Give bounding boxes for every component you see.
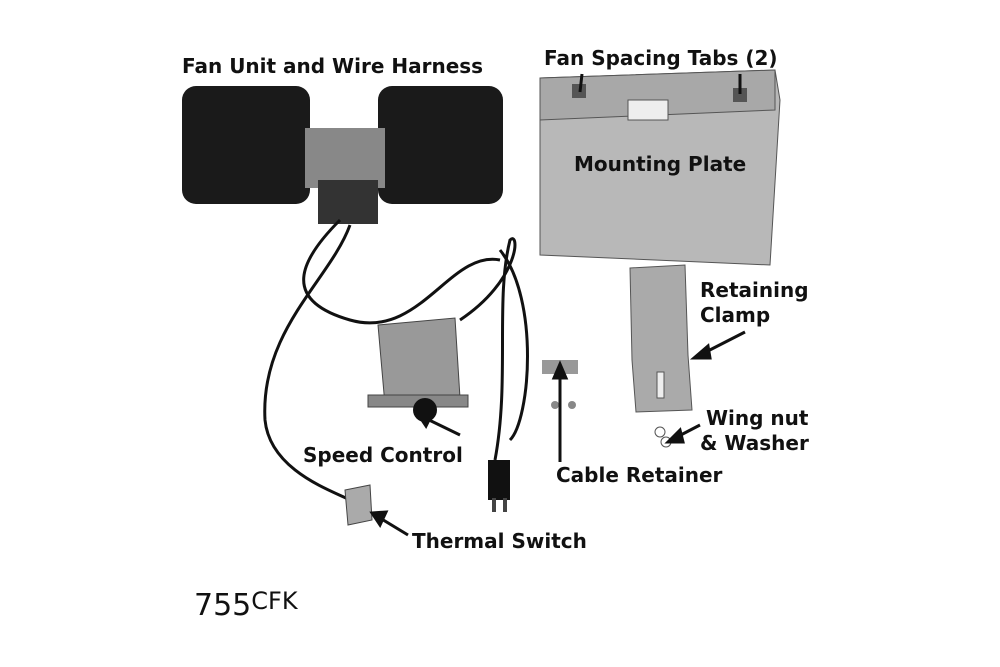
label-wing-nut-line2: & Washer (700, 431, 809, 455)
label-wing-nut-line1: Wing nut (706, 406, 809, 430)
speed-control-box (367, 317, 469, 422)
power-plug (488, 460, 510, 512)
mounting-plate (539, 69, 781, 266)
thermal-switch (344, 484, 373, 526)
fan-unit (182, 86, 503, 224)
label-speed-control: Speed Control (303, 443, 463, 467)
label-retaining-clamp-line1: Retaining (700, 278, 809, 302)
model-number-digits: 755 (194, 588, 252, 623)
model-number: 755CFK (194, 587, 298, 623)
label-retaining-clamp-line2: Clamp (700, 303, 771, 327)
label-fan-unit: Fan Unit and Wire Harness (182, 54, 484, 78)
model-number-suffix: CFK (251, 587, 298, 615)
wing-nut (654, 426, 666, 438)
retaining-clamp (629, 264, 693, 413)
label-fan-spacing-tabs: Fan Spacing Tabs (2) (544, 46, 778, 70)
label-mounting-plate: Mounting Plate (574, 152, 747, 176)
label-thermal-switch: Thermal Switch (412, 529, 587, 553)
label-cable-retainer: Cable Retainer (556, 463, 723, 487)
wire-harness (263, 218, 529, 502)
pointer-arrows (369, 73, 746, 537)
fan-spacing-tab-right (733, 88, 747, 102)
